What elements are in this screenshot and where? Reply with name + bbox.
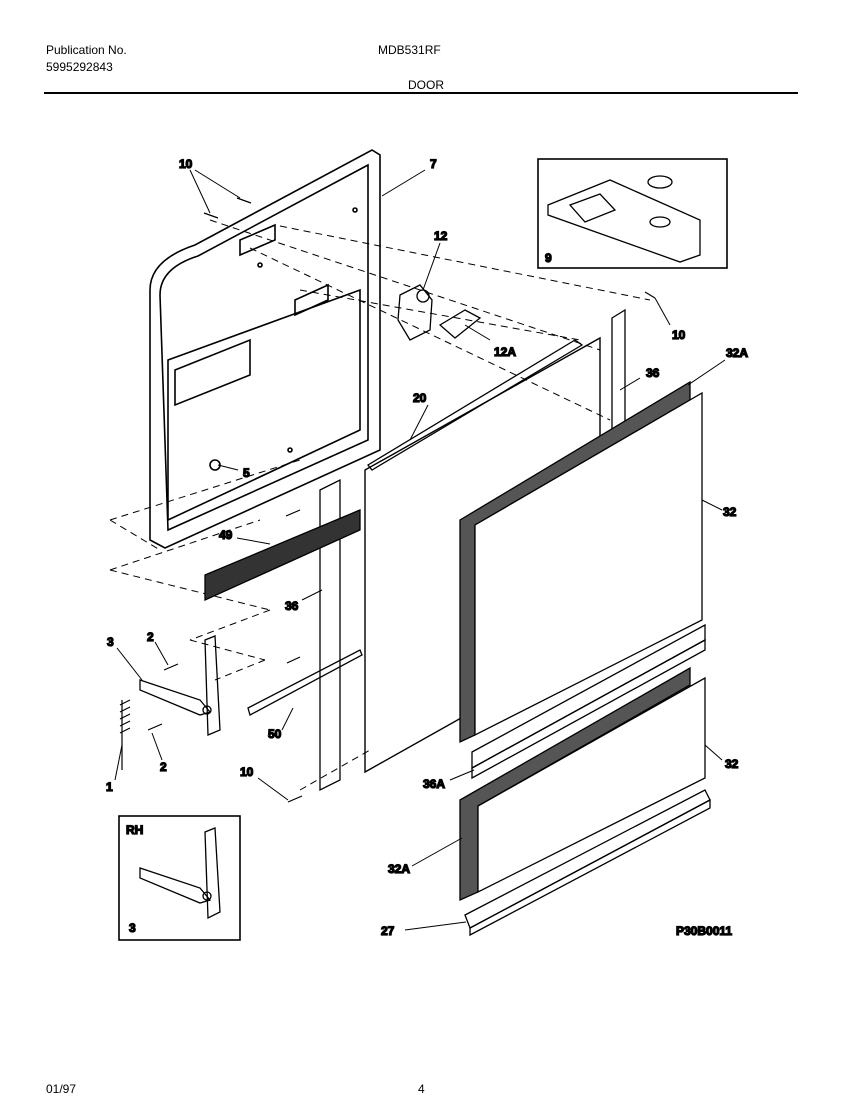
dispenser-inset	[537, 158, 728, 269]
callout-10: 10	[240, 765, 254, 779]
rh-hinge-inset	[118, 815, 241, 941]
callout-5: 5	[243, 466, 250, 480]
callout-36: 36	[646, 366, 660, 380]
callout-27: 27	[381, 924, 395, 938]
left-side-trim	[319, 478, 341, 792]
callout-32: 32	[725, 757, 739, 771]
callout-2: 2	[160, 760, 167, 774]
callout-12a: 12A	[494, 345, 516, 359]
callout-50: 50	[268, 727, 282, 741]
lower-panel	[459, 666, 706, 902]
screws	[147, 197, 656, 803]
callout-10: 10	[672, 328, 686, 342]
callout-1: 1	[106, 780, 113, 794]
figure-code: P30B0011	[676, 924, 732, 938]
callout-2: 2	[147, 630, 154, 644]
model-number: MDB531RF	[378, 43, 441, 57]
callout-32a: 32A	[388, 862, 410, 876]
callout-36a: 36A	[423, 777, 445, 791]
bottom-seal	[204, 509, 361, 602]
top-trim-strip	[367, 339, 584, 471]
callout-36: 36	[285, 599, 299, 613]
leader-lines	[114, 169, 726, 931]
upper-panel	[459, 380, 703, 744]
header-rule	[44, 92, 798, 94]
footer-page: 4	[418, 1082, 425, 1096]
inset-rh-label: RH	[126, 823, 143, 837]
callout-32a: 32A	[726, 346, 748, 360]
hinge-spring	[119, 699, 131, 770]
inset-3-label: 3	[129, 921, 136, 935]
door-latch	[397, 284, 482, 341]
callout-12: 12	[434, 229, 448, 243]
section-title: DOOR	[408, 78, 444, 92]
middle-trim	[471, 623, 706, 780]
side-seal	[247, 649, 363, 716]
hinge-arm	[139, 635, 221, 736]
inner-door-panel	[149, 149, 381, 549]
bottom-trim	[464, 789, 711, 937]
callout-10: 10	[179, 157, 193, 171]
alignment-lines	[109, 219, 651, 791]
publication-label: Publication No.	[46, 43, 127, 57]
callout-9: 9	[545, 251, 552, 265]
callout-3: 3	[107, 635, 114, 649]
callout-49: 49	[219, 528, 233, 542]
callout-32: 32	[723, 505, 737, 519]
publication-number: 5995292843	[46, 60, 113, 74]
callout-7: 7	[430, 157, 437, 171]
callout-20: 20	[413, 391, 427, 405]
footer-date: 01/97	[46, 1082, 77, 1096]
